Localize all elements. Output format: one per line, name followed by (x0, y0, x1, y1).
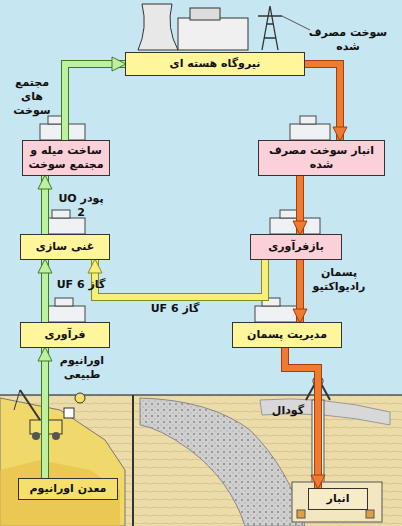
building-icons-part (45, 218, 85, 234)
flow-arrow (95, 260, 265, 297)
power-plant-part (282, 16, 310, 30)
mine-pit (0, 398, 125, 526)
flow-arrow (45, 176, 46, 234)
ground (0, 395, 402, 526)
process-box: ساخت میله و مجتمع سوخت (22, 140, 110, 176)
crane (14, 390, 85, 440)
power-plant-part (178, 18, 248, 50)
ground-part (0, 394, 402, 396)
box-label: غنی سازی (36, 240, 94, 254)
ground-part (0, 395, 402, 526)
box-label: ساخت میله و مجتمع سوخت (27, 144, 105, 172)
crane-part (64, 408, 74, 418)
box-label: انبار (327, 492, 350, 506)
arrow-body (65, 64, 125, 140)
arrow-body (95, 260, 265, 297)
mine-pit-part (0, 398, 125, 526)
box-label: فرآوری (44, 328, 85, 342)
edge-label: اورانیوم طبیعی (54, 354, 110, 382)
process-box: بازفرآوری (250, 234, 342, 260)
arrow-outline (65, 64, 125, 140)
edge-label: مجتمع های سوخت (4, 76, 60, 117)
flow-arrow (45, 260, 46, 322)
edge-label: گاز UF 6 (140, 302, 210, 316)
waste-pile-part (140, 398, 305, 526)
crane-part (20, 390, 40, 420)
arrow-outline (41, 260, 49, 322)
building-icons-part (55, 298, 73, 306)
power-plant-part (138, 4, 178, 50)
crane-part (32, 432, 40, 440)
crane-part (52, 432, 60, 440)
box-label: بازفرآوری (268, 240, 324, 254)
arrow-body (297, 260, 303, 322)
building-icons-part (290, 124, 330, 140)
arrow-body (297, 176, 303, 234)
process-box: انبار (308, 488, 368, 510)
edge-label: پودر UO 2 (54, 192, 108, 220)
arrow-body (42, 348, 48, 478)
flow-arrow (300, 260, 301, 322)
crane-part (14, 390, 20, 410)
edge-label: سوخت مصرف شده (306, 26, 390, 54)
building-icons-part (52, 210, 70, 218)
process-box: معدن اورانیوم (18, 478, 118, 500)
waste-pile (140, 398, 390, 526)
arrow-outline (285, 348, 318, 488)
building-icons-part (255, 306, 300, 322)
power-plant (138, 4, 310, 50)
box-label: مدیریت پسمان (247, 328, 327, 342)
process-box: انبار سوخت مصرف شده (258, 140, 385, 176)
flow-arrow (65, 64, 125, 140)
ground-part (0, 395, 402, 526)
box-label: نیروگاه هسته ای (170, 57, 261, 71)
power-plant-part (190, 8, 220, 20)
building-icons-part (300, 116, 316, 124)
arrow-body (285, 348, 318, 488)
mine-pit-part (0, 460, 120, 526)
arrow-outline (41, 348, 49, 478)
building-icons-part (280, 210, 298, 218)
arrow-outline (95, 260, 265, 297)
arrow-outline (305, 64, 340, 140)
flow-arrow (300, 176, 301, 234)
flow-arrow (45, 348, 46, 478)
flow-arrow (285, 348, 318, 488)
shaft (292, 376, 382, 522)
building-icons-part (45, 306, 85, 322)
crane-part (75, 393, 85, 403)
arrow-body (42, 176, 48, 234)
arrow-outline (296, 176, 304, 234)
waste-pile-part (260, 399, 390, 425)
box-label: انبار سوخت مصرف شده (263, 144, 380, 172)
box-label: معدن اورانیوم (30, 482, 107, 496)
edge-label: گاز UF 6 (54, 278, 108, 292)
process-box: غنی سازی (20, 234, 110, 260)
arrow-outline (41, 176, 49, 234)
arrow-body (42, 260, 48, 322)
arrow-body (305, 64, 340, 140)
process-box: فرآوری (20, 322, 110, 348)
process-box: مدیریت پسمان (232, 322, 342, 348)
flow-arrow (305, 64, 340, 140)
power-plant-part (258, 6, 282, 50)
process-box: نیروگاه هسته ای (125, 52, 305, 76)
building-icons-part (270, 218, 320, 234)
shaft-part (366, 510, 374, 518)
ground-part (132, 395, 134, 526)
shaft-part (297, 510, 305, 518)
waste-pile-part (140, 398, 305, 526)
edge-label: پسمان رادیواکتیو (308, 266, 370, 294)
shaft-part (292, 482, 382, 522)
arrow-outline (296, 260, 304, 322)
pit-label: گودال (266, 404, 310, 418)
